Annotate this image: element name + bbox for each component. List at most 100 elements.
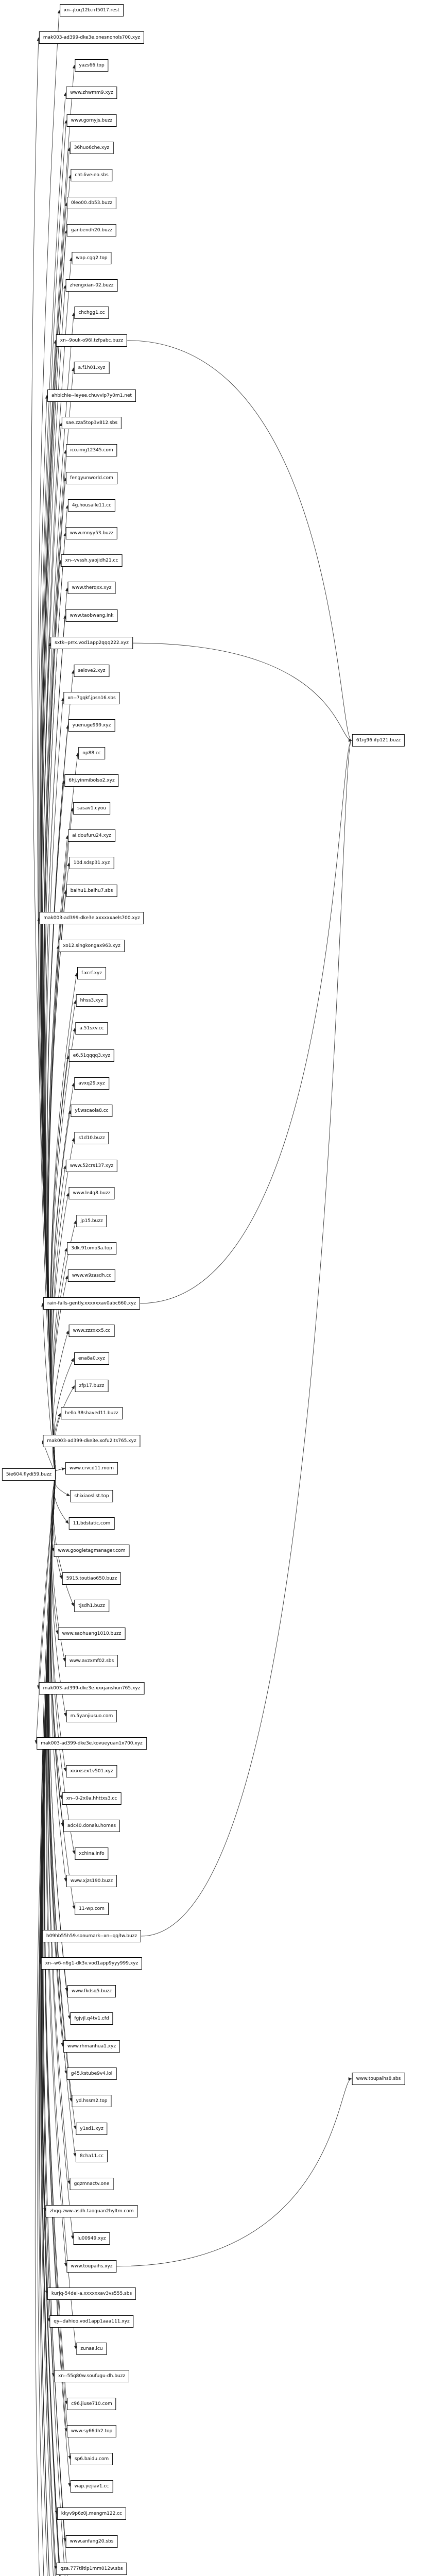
graph-node: zunaa.icu: [76, 2343, 107, 2355]
graph-edge: [141, 739, 352, 1937]
graph-edge: [116, 2077, 352, 2267]
graph-node: 11-wp.com: [75, 1902, 109, 1915]
graph-edge: [37, 1474, 56, 1689]
graph-node: www.crvcd11.mom: [65, 1462, 118, 1475]
graph-edge: [43, 1474, 68, 2576]
graph-edge: [46, 780, 65, 1475]
graph-node: www.avzxmf02.sbs: [65, 1655, 118, 1667]
graph-edge: [52, 1474, 63, 1579]
graph-node: gqzmnactv.one: [70, 2177, 114, 2190]
graph-node: www.saohuang1010.buzz: [58, 1627, 126, 1640]
graph-node: 10d.sdsp31.xyz: [69, 857, 114, 870]
graph-node: yuenuge999.xyz: [68, 719, 115, 732]
graph-edge: [40, 1474, 56, 2576]
graph-node: 6hj.yinmibolso2.xyz: [64, 774, 119, 787]
graph-node: zfp17.buzz: [75, 1380, 109, 1392]
graph-node: www.52crs137.xyz: [65, 1159, 118, 1172]
graph-edge: [50, 1000, 77, 1475]
graph-node: np88.cc: [78, 747, 105, 759]
graph-node: www.fkdsq5.buzz: [67, 1985, 116, 1997]
graph-edge: [48, 890, 67, 1475]
graph-edge: [46, 670, 75, 1475]
graph-node: xn--0-2x0a.hhttxs3.cc: [62, 1792, 122, 1805]
graph-node: chchgg1.cc: [74, 307, 109, 319]
graph-node: ico.img12345.com: [66, 444, 117, 457]
graph-edge: [127, 340, 352, 742]
graph-node: shixiaoslist.top: [70, 1489, 113, 1502]
graph-node: zhengxian-02.buzz: [65, 279, 118, 292]
graph-edge: [49, 1474, 64, 1827]
graph-edge: [40, 1474, 56, 2576]
graph-edge: [40, 1474, 58, 2570]
graph-node: xxxxsex1v501.xyz: [66, 1765, 117, 1777]
graph-node: 0leo00.db53.buzz: [66, 196, 117, 209]
graph-edge: [41, 147, 71, 1475]
graph-edge: [47, 945, 60, 1475]
graph-node: a.51sxv.cc: [75, 1022, 108, 1035]
graph-edge: [48, 1474, 68, 2074]
graph-node: avxq29.xyz: [74, 1077, 109, 1090]
graph-edge: [31, 37, 56, 1475]
graph-node: yd.hssm2.top: [72, 2095, 112, 2108]
graph-edge: [44, 505, 69, 1475]
graph-node: lu00949.xyz: [73, 2232, 110, 2245]
graph-node: xo12.singkongax963.xyz: [59, 939, 125, 952]
graph-edge: [34, 1474, 56, 2576]
graph-node: xn--w6-n6g1-dk3v.vod1app9yyy999.xyz: [41, 1957, 143, 1970]
graph-node: sxtk--prrx.vod1app2qqq222.xyz: [50, 637, 133, 650]
graph-edge: [39, 1474, 56, 2576]
graph-node: 8cha11.cc: [75, 2150, 108, 2163]
graph-edge: [50, 1474, 56, 1552]
graph-node: jp15.buzz: [76, 1214, 107, 1227]
graph-node: baihu1.baihu7.sbs: [66, 884, 117, 897]
graph-edge: [140, 739, 352, 1304]
graph-node: cht-live-eo.sbs: [71, 169, 113, 182]
graph-edge: [41, 1302, 56, 1475]
graph-edge: [46, 1474, 67, 2267]
graph-edge: [53, 1474, 69, 1524]
graph-edge: [41, 285, 67, 1475]
graph-edge: [41, 1474, 58, 2515]
graph-node: www.zhwmm9.xyz: [66, 87, 117, 99]
graph-edge: [43, 477, 67, 1475]
graph-edge: [42, 257, 73, 1475]
graph-node: kkyv9p6z0j.mengm122.cc: [57, 2507, 127, 2520]
graph-node: www.le4g8.buzz: [68, 1187, 115, 1200]
graph-node: www.gornyjs.buzz: [66, 114, 117, 127]
graph-edge: [40, 120, 68, 1475]
graph-edge: [42, 1474, 56, 2377]
graph-node: e6.51qqqq3.xyz: [68, 1049, 115, 1062]
graph-node: xn--55q80w.soufugu-dh.buzz: [54, 2370, 130, 2383]
graph-edge: [132, 642, 352, 742]
graph-edge: [54, 1385, 75, 1475]
graph-node: 11.bdstatic.com: [68, 1517, 115, 1530]
graph-node: yazs66.top: [75, 59, 109, 72]
graph-edge: [39, 92, 67, 1475]
graph-edge: [44, 532, 67, 1475]
graph-node: h09hb55h59.sonumark--xn--qq3w.buzz: [42, 1930, 142, 1942]
graph-edge: [45, 615, 67, 1475]
graph-node: xn--7gqkf.jpsn16.sbs: [63, 692, 120, 704]
graph-node: www.sy66dh2.top: [66, 2425, 117, 2438]
graph-edge: [39, 1474, 56, 2576]
graph-node: xchina.info: [75, 1847, 109, 1860]
graph-edge: [37, 1474, 56, 2576]
graph-edge: [46, 725, 70, 1475]
graph-edge: [45, 698, 64, 1475]
graph-edge: [41, 1474, 57, 2576]
graph-node: fengyunworld.com: [66, 471, 117, 484]
graph-edge: [50, 1165, 66, 1475]
graph-edge: [42, 1474, 65, 2576]
graph-edge: [42, 1474, 61, 2576]
graph-edge: [40, 1474, 56, 1937]
graph-edge: [45, 587, 68, 1475]
graph-edge: [51, 1193, 70, 1475]
graph-node: tjsdh1.buzz: [74, 1600, 109, 1613]
graph-edge: [48, 1474, 73, 2102]
graph-node: www.anfang20.sbs: [65, 2535, 118, 2548]
graph-edge: [41, 64, 76, 1475]
graph-edge: [41, 1474, 56, 2295]
graph-node: g45.kstube9v4.lol: [66, 2067, 117, 2080]
